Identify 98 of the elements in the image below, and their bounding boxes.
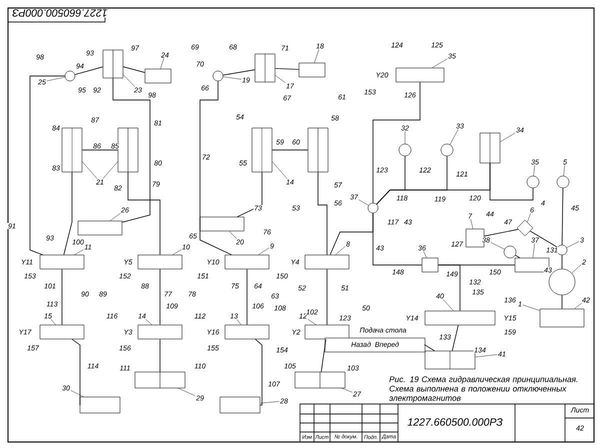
pressure-gauge <box>504 246 516 258</box>
pipe-line <box>246 268 248 326</box>
leader-line <box>522 304 540 311</box>
leader-line <box>82 162 98 179</box>
hydraulic-cylinder <box>102 50 124 78</box>
leader-line <box>442 299 454 311</box>
filter-symbol <box>516 220 534 236</box>
pipe-line <box>562 188 564 246</box>
leader-line <box>358 200 369 206</box>
tank-symbol <box>540 308 584 328</box>
leader-line <box>500 132 516 142</box>
check-valve <box>556 244 568 256</box>
leader-line <box>404 131 406 144</box>
leader-line <box>314 49 320 63</box>
leader-line <box>423 251 427 258</box>
pipe-line <box>30 76 66 256</box>
leader-line <box>46 76 66 82</box>
leader-line <box>275 75 286 83</box>
leader-line <box>110 213 121 221</box>
pipe-line <box>255 338 262 406</box>
brake-symbol <box>80 396 120 414</box>
pressure-gauge <box>398 144 412 156</box>
pressure-gauge <box>440 144 454 156</box>
pipe-line <box>330 212 374 256</box>
hydraulic-cylinder <box>62 128 82 172</box>
pipe-line <box>326 268 328 326</box>
leader-line <box>432 58 448 68</box>
accumulator-symbol <box>480 132 500 164</box>
pipe-line <box>530 230 558 248</box>
pressure-gauge <box>526 176 540 188</box>
pipe-line <box>490 162 534 200</box>
check-valve <box>64 70 76 82</box>
hydraulic-cylinder <box>254 54 276 82</box>
leader-line <box>172 250 182 255</box>
pipe-line <box>74 66 104 75</box>
leader-line <box>342 388 352 392</box>
pipe-line <box>112 78 150 223</box>
pressure-gauge <box>556 176 570 188</box>
leader-line <box>574 303 582 309</box>
pipe-line <box>515 254 520 258</box>
leader-line <box>566 241 580 248</box>
leader-line <box>70 390 84 397</box>
leader-line <box>236 319 242 325</box>
pipe-line <box>63 172 72 256</box>
leader-line <box>50 319 56 325</box>
pipe-line <box>318 172 328 256</box>
title-block-text: 1227.660500.000РЗ <box>406 418 504 426</box>
leader-line <box>74 249 84 255</box>
leader-line <box>145 319 152 325</box>
relief-valve <box>422 258 438 272</box>
leader-line <box>490 242 505 250</box>
leader-line <box>450 129 458 145</box>
title-block-text: 1227.660500.000РЗ <box>12 8 108 18</box>
valve-symbol <box>78 220 122 236</box>
leader-line <box>178 388 196 396</box>
pipe-line <box>128 172 160 256</box>
pipe-line <box>438 264 516 266</box>
leader-line <box>258 248 270 255</box>
leader-line <box>563 165 565 176</box>
leader-line <box>335 246 346 255</box>
hydraulic-cylinder <box>424 350 476 370</box>
pipe-line <box>484 229 518 236</box>
hydraulic-cylinder <box>308 128 328 172</box>
leader-line <box>308 318 316 325</box>
check-valve <box>212 70 224 82</box>
leader-line <box>532 243 535 258</box>
brake-symbol <box>220 396 260 414</box>
clutch-symbol <box>298 62 326 78</box>
pipe-line <box>320 338 326 372</box>
hydraulic-cylinder <box>294 372 346 388</box>
leader-line <box>102 162 118 179</box>
leader-line <box>533 165 535 176</box>
clutch-symbol <box>144 68 172 84</box>
leader-line <box>160 58 164 69</box>
hydraulic-cylinder <box>118 128 138 172</box>
check-valve <box>368 202 378 214</box>
pipe-line <box>424 344 435 352</box>
leader-line <box>475 354 498 358</box>
leader-line <box>527 213 531 222</box>
leader-line <box>229 231 237 239</box>
pipe-line <box>452 324 459 352</box>
leader-line <box>223 76 242 80</box>
leader-line <box>272 162 288 179</box>
hydraulic-cylinder <box>134 372 186 388</box>
pipe-line <box>274 68 300 70</box>
pipe-line <box>236 172 262 218</box>
hydraulic-cylinder <box>252 128 272 172</box>
leader-line <box>123 74 135 87</box>
caption: Рис. 19 Схема гидравлическая принципиальная. Схема выполнена в положении отключенных электромагнитов <box>389 376 578 403</box>
valve-symbol <box>200 216 244 232</box>
pipe-line <box>72 338 80 406</box>
pipe-line <box>372 82 420 204</box>
leader-line <box>572 264 582 274</box>
leader-line <box>470 219 474 229</box>
pipe-line <box>200 80 232 256</box>
leader-line <box>260 401 280 404</box>
pipe-line <box>122 66 146 73</box>
pipe-line <box>222 69 256 76</box>
